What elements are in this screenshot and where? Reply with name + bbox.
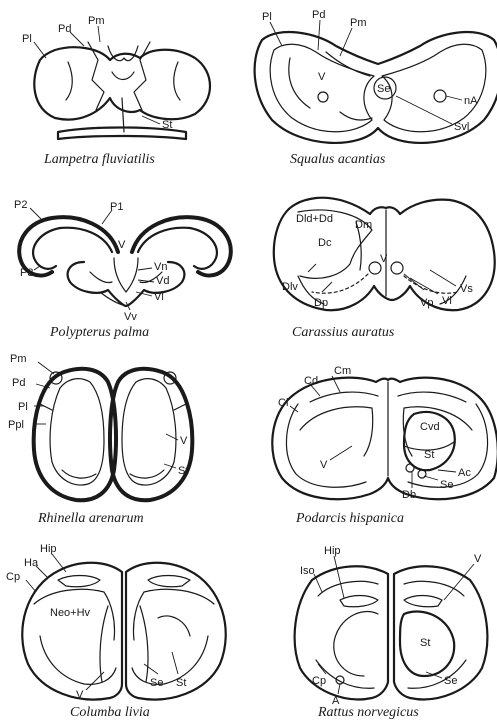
carassius-label-0: Dld+Dd (296, 213, 333, 225)
squalus-label-3: V (318, 71, 326, 83)
podarcis-label-3: Cvd (420, 421, 440, 433)
squalus-caption: Squalus acantias (290, 152, 386, 167)
rhinella-label-1: Pd (12, 377, 25, 389)
podarcis-drawing (272, 378, 497, 500)
squalus-label-1: Pd (312, 9, 325, 21)
podarcis-label-8: Ac (458, 467, 471, 479)
rattus-label-4: Cp (312, 675, 326, 687)
lampetra-caption: Lampetra fluviatilis (43, 152, 155, 167)
rattus-label-0: Hip (324, 545, 341, 557)
columba-label-5: Se (150, 677, 163, 689)
squalus-label-6: Svl (454, 121, 469, 133)
carassius-label-2: Dc (318, 237, 332, 249)
lampetra-drawing (34, 42, 210, 139)
columba-label-3: Neo+Hv (50, 607, 91, 619)
carassius-label-6: Vp (420, 297, 433, 309)
podarcis-label-7: Se (440, 479, 453, 491)
rattus-caption: Rattus norvegicus (317, 705, 419, 720)
squalus-label-2: Pm (350, 17, 367, 29)
panel-podarcis: Cm Cd Cl Cvd St V Db Se Ac Podarcis hisp… (272, 365, 497, 526)
rattus-label-2: V (474, 553, 482, 565)
rattus-label-3: St (420, 637, 430, 649)
panel-carassius: Dld+Dd Dm Dc V Dlv Dp Vp Vl Vs Carassius… (274, 198, 495, 340)
carassius-label-4: Dlv (282, 281, 298, 293)
rhinella-label-2: Pl (18, 401, 28, 413)
squalus-label-5: nA (464, 95, 478, 107)
carassius-label-5: Dp (314, 297, 328, 309)
squalus-label-4: Se (377, 83, 390, 95)
rhinella-label-3: Ppl (8, 419, 24, 431)
panel-polypterus: P2 P1 P3 V Vn Vd Vl Vv Polypterus palma (14, 199, 231, 340)
rhinella-caption: Rhinella arenarum (37, 511, 144, 526)
podarcis-label-4: St (424, 449, 434, 461)
columba-label-4: V (76, 689, 84, 701)
polypterus-label-6: Vl (154, 291, 164, 303)
columba-drawing (22, 563, 225, 700)
carassius-caption: Carassius auratus (292, 325, 395, 340)
panel-columba: Hip Ha Cp Neo+Hv V Se St Columba livia (6, 543, 226, 720)
polypterus-drawing (19, 217, 231, 306)
carassius-leaders (308, 264, 456, 294)
rattus-label-1: Iso (300, 565, 315, 577)
polypterus-label-2: P3 (20, 267, 33, 279)
carassius-label-8: Vs (460, 283, 473, 295)
panel-rattus: Hip Iso V St Cp A Se Rattus norvegicus (295, 545, 488, 720)
columba-label-2: Cp (6, 571, 20, 583)
columba-label-0: Hip (40, 543, 57, 555)
lampetra-label-0: Pl (22, 33, 32, 45)
panel-lampetra: Pl Pd Pm St Lampetra fluviatilis (22, 15, 210, 167)
lampetra-label-1: Pd (58, 23, 71, 35)
podarcis-caption: Podarcis hispanica (295, 511, 404, 526)
panel-squalus: Pl Pd Pm V Se nA Svl Squalus acantias (255, 9, 497, 167)
columba-leaders (26, 554, 178, 690)
panel-rhinella: Pm Pd Pl Ppl V St Rhinella arenarum (8, 353, 192, 526)
rhinella-label-4: V (180, 435, 188, 447)
podarcis-label-1: Cd (304, 375, 318, 387)
polypterus-label-5: Vd (156, 275, 169, 287)
lampetra-label-2: Pm (88, 15, 105, 27)
podarcis-label-0: Cm (334, 365, 351, 377)
rhinella-label-0: Pm (10, 353, 27, 365)
rhinella-label-5: St (178, 465, 188, 477)
lampetra-label-3: St (162, 119, 172, 131)
polypterus-label-1: P1 (110, 201, 123, 213)
carassius-label-3: V (380, 253, 388, 265)
polypterus-caption: Polypterus palma (49, 325, 149, 340)
rattus-label-6: Se (444, 675, 457, 687)
polypterus-label-3: V (118, 239, 126, 251)
polypterus-label-7: Vv (124, 311, 137, 323)
polypterus-label-4: Vn (154, 261, 167, 273)
squalus-label-0: Pl (262, 11, 272, 23)
carassius-label-7: Vl (442, 295, 452, 307)
columba-label-6: St (176, 677, 186, 689)
podarcis-label-6: Db (402, 489, 416, 501)
podarcis-label-2: Cl (278, 397, 288, 409)
polypterus-label-0: P2 (14, 199, 27, 211)
rhinella-drawing (34, 369, 193, 500)
columba-label-1: Ha (24, 557, 39, 569)
podarcis-label-5: V (320, 459, 328, 471)
columba-caption: Columba livia (70, 705, 150, 720)
carassius-label-1: Dm (355, 219, 372, 231)
